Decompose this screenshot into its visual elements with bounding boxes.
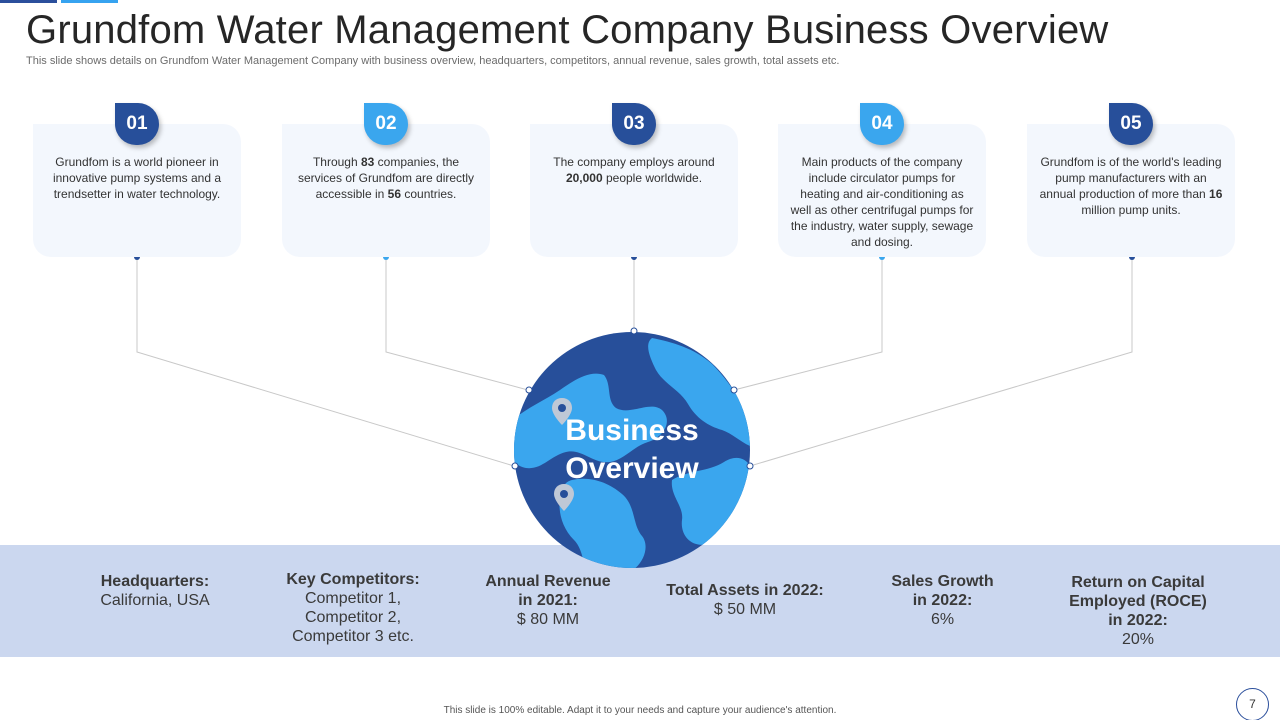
- card-4-text: Main products of the company include cir…: [790, 155, 974, 249]
- detail-value: $ 80 MM: [516, 611, 580, 628]
- map-pin-icon: [552, 398, 572, 425]
- detail-value: 6%: [930, 611, 955, 628]
- detail-label: Total Assets in 2022:: [666, 582, 824, 599]
- detail-roce: Return on Capital Employed (ROCE) in 202…: [1058, 573, 1218, 649]
- detail-label: Return on Capital Employed (ROCE) in 202…: [1069, 574, 1207, 629]
- connector-line-1: [136, 257, 515, 467]
- detail-label: Key Competitors:: [286, 571, 420, 588]
- card-3-text: The company employs around 20,000 people…: [553, 155, 715, 185]
- accent-bar-dark: [0, 0, 57, 3]
- page-subtitle: This slide shows details on Grundfom Wat…: [26, 55, 840, 67]
- card-3-number-badge: 03: [612, 103, 656, 145]
- detail-annual-revenue: Annual Revenue in 2021: $ 80 MM: [468, 572, 628, 629]
- center-label: Business Overview: [512, 412, 752, 488]
- detail-sales-growth: Sales Growth in 2022: 6%: [870, 572, 1015, 629]
- card-4-number-badge: 04: [860, 103, 904, 145]
- card-5: Grundfom is of the world's leading pump …: [1027, 124, 1235, 257]
- footer-note: This slide is 100% editable. Adapt it to…: [443, 705, 837, 716]
- card-3: The company employs around 20,000 people…: [530, 124, 738, 257]
- card-1-text: Grundfom is a world pioneer in innovativ…: [52, 155, 222, 201]
- detail-label: Headquarters:: [100, 573, 210, 590]
- center-label-line-2: Overview: [565, 452, 699, 485]
- page-number: 7: [1236, 688, 1269, 720]
- card-1: Grundfom is a world pioneer in innovativ…: [33, 124, 241, 257]
- page-title: Grundfom Water Management Company Busine…: [26, 8, 1109, 52]
- connector-line-2: [385, 257, 529, 391]
- center-label-line-1: Business: [565, 414, 699, 447]
- detail-value: 20%: [1121, 631, 1155, 648]
- connector-line-5: [749, 257, 1133, 467]
- card-5-number-badge: 05: [1109, 103, 1153, 145]
- card-5-text: Grundfom is of the world's leading pump …: [1039, 155, 1223, 217]
- detail-value: Competitor 1, Competitor 2, Competitor 3…: [292, 590, 414, 645]
- detail-headquarters: Headquarters: California, USA: [70, 572, 240, 610]
- card-4: Main products of the company include cir…: [778, 124, 986, 257]
- detail-label: Annual Revenue in 2021:: [485, 573, 611, 609]
- card-2-number-badge: 02: [364, 103, 408, 145]
- globe-graphic: [514, 332, 750, 568]
- accent-bar-light: [61, 0, 118, 3]
- detail-total-assets: Total Assets in 2022: $ 50 MM: [660, 581, 830, 619]
- map-pin-icon: [554, 484, 574, 511]
- connector-line-4: [733, 257, 883, 391]
- detail-label: Sales Growth in 2022:: [891, 573, 994, 609]
- detail-key-competitors: Key Competitors: Competitor 1, Competito…: [272, 570, 434, 646]
- card-1-number-badge: 01: [115, 103, 159, 145]
- card-2-text: Through 83 companies, the services of Gr…: [297, 155, 475, 201]
- card-2: Through 83 companies, the services of Gr…: [282, 124, 490, 257]
- detail-value: California, USA: [100, 592, 210, 609]
- detail-value: $ 50 MM: [713, 601, 777, 618]
